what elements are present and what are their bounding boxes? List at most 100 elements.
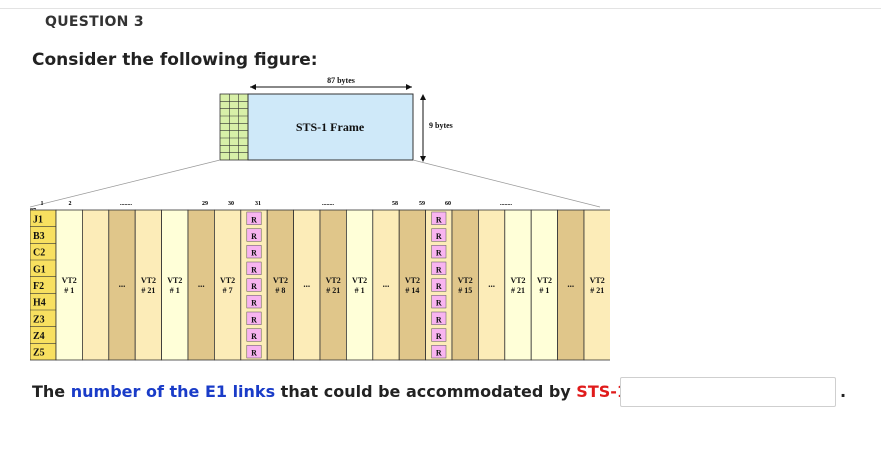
vt2-column	[504, 209, 532, 361]
stuff-byte-label: R	[251, 232, 257, 241]
overhead-column	[30, 209, 57, 361]
sts1-figure: STS-1 Frame 87 bytes 9 bytes 1 2 .......…	[30, 76, 610, 361]
stuff-byte-label: R	[436, 215, 442, 224]
vt2-trib-number: # 8	[275, 286, 285, 295]
frame-overhead-grid	[219, 93, 249, 161]
vt2-column	[213, 209, 242, 361]
col-num-30: 30	[228, 201, 234, 207]
ellipsis-label: ...	[303, 279, 310, 289]
overhead-byte-g1: G1	[33, 264, 46, 275]
vt2-name: VT2	[141, 276, 156, 285]
vt2-trib-number: # 15	[458, 286, 472, 295]
col-num-60: 60	[445, 201, 451, 207]
col-num-59: 59	[419, 201, 425, 207]
stuff-byte-label: R	[436, 232, 442, 241]
stuff-byte-label: R	[436, 349, 442, 358]
stuff-byte-box	[246, 211, 262, 225]
col-dots-2: ........	[322, 201, 335, 207]
vt2-name: VT2	[590, 276, 605, 285]
ellipsis-label: ...	[567, 279, 574, 289]
vt2-column	[55, 209, 83, 361]
answer-period: .	[840, 382, 847, 401]
overhead-byte-j1: J1	[33, 214, 43, 225]
vt2-trib-number: # 21	[141, 286, 155, 295]
stuff-byte-box	[246, 245, 262, 259]
vt2-name: VT2	[167, 276, 182, 285]
stuff-byte-label: R	[251, 249, 257, 258]
stuff-byte-box	[431, 328, 447, 342]
vt2-name: VT2	[405, 276, 420, 285]
vt2-column	[319, 209, 347, 361]
answer-mid: that could be accommodated by	[275, 382, 577, 401]
vt2-name: VT2	[458, 276, 473, 285]
stuff-byte-box	[246, 278, 262, 292]
vt2-column	[134, 209, 162, 361]
stuff-byte-label: R	[436, 332, 442, 341]
stuff-byte-label: R	[251, 315, 257, 324]
vt2-trib-number: # 14	[405, 286, 419, 295]
stuff-byte-box	[431, 245, 447, 259]
stuff-byte-box	[431, 228, 447, 242]
stuff-byte-label: R	[436, 265, 442, 274]
overhead-byte-z5: Z5	[33, 348, 45, 359]
arrow-right-head	[406, 84, 412, 90]
stuff-byte-box	[246, 228, 262, 242]
vt2-trib-number: # 1	[539, 286, 549, 295]
vt2-trib-number: # 1	[355, 286, 365, 295]
vt2-name: VT2	[352, 276, 367, 285]
vt2-column	[583, 209, 610, 361]
stuff-byte-box	[431, 295, 447, 309]
stuff-byte-box	[431, 211, 447, 225]
vt2-name: VT2	[273, 276, 288, 285]
vt2-column	[345, 209, 374, 361]
stuff-byte-label: R	[251, 332, 257, 341]
ellipsis-column	[293, 209, 321, 361]
vt2-trib-number: # 21	[511, 286, 525, 295]
stuff-byte-box	[246, 261, 262, 275]
stuff-byte-box	[246, 345, 262, 359]
ellipsis-column	[477, 209, 506, 361]
stuff-byte-label: R	[436, 249, 442, 258]
ellipsis-column	[557, 209, 585, 361]
vt2-name: VT2	[510, 276, 525, 285]
stuff-byte-box	[431, 261, 447, 275]
vt2-trib-number: # 1	[64, 286, 74, 295]
answer-highlight-e1: number of the E1 links	[70, 382, 276, 401]
stuff-byte-label: R	[436, 282, 442, 291]
arrow-left-head	[250, 84, 256, 90]
stuff-byte-label: R	[251, 215, 257, 224]
col-num-2: 2	[69, 201, 72, 207]
ellipsis-column	[372, 209, 400, 361]
col-num-31: 31	[255, 201, 261, 207]
arrow-bottom-head	[420, 156, 426, 162]
stuff-byte-label: R	[251, 349, 257, 358]
stuff-byte-label: R	[436, 299, 442, 308]
vt2-name: VT2	[220, 276, 235, 285]
vt2-column	[82, 209, 110, 361]
answer-prefix: The	[32, 382, 71, 401]
vt2-column	[398, 209, 427, 361]
ellipsis-label: ...	[488, 279, 495, 289]
stuff-byte-box	[431, 311, 447, 325]
col-dots-1: ........	[120, 201, 133, 207]
width-label: 87 bytes	[327, 76, 355, 85]
column-numbers: 1 2 ........ 29 30 31 ........ 58 59 60 …	[41, 201, 513, 207]
overhead-byte-c2: C2	[33, 248, 45, 259]
col-num-1: 1	[41, 201, 44, 207]
col-dots-3: ........	[500, 201, 513, 207]
vt2-trib-number: # 21	[326, 286, 340, 295]
question-prompt: Consider the following figure:	[32, 50, 318, 70]
question-title: QUESTION 3	[45, 14, 144, 30]
sts1-frame-box	[247, 93, 414, 161]
top-divider	[0, 8, 881, 9]
height-label: 9 bytes	[429, 121, 453, 130]
stuff-byte-box	[246, 328, 262, 342]
vt2-column	[530, 209, 559, 361]
overhead-byte-z3: Z3	[33, 314, 45, 325]
answer-input[interactable]	[620, 377, 836, 407]
vt2-column	[451, 209, 479, 361]
vt2-name: VT2	[537, 276, 552, 285]
overhead-byte-f2: F2	[33, 281, 44, 292]
vt2-name: VT2	[62, 276, 77, 285]
stuff-byte-label: R	[251, 265, 257, 274]
